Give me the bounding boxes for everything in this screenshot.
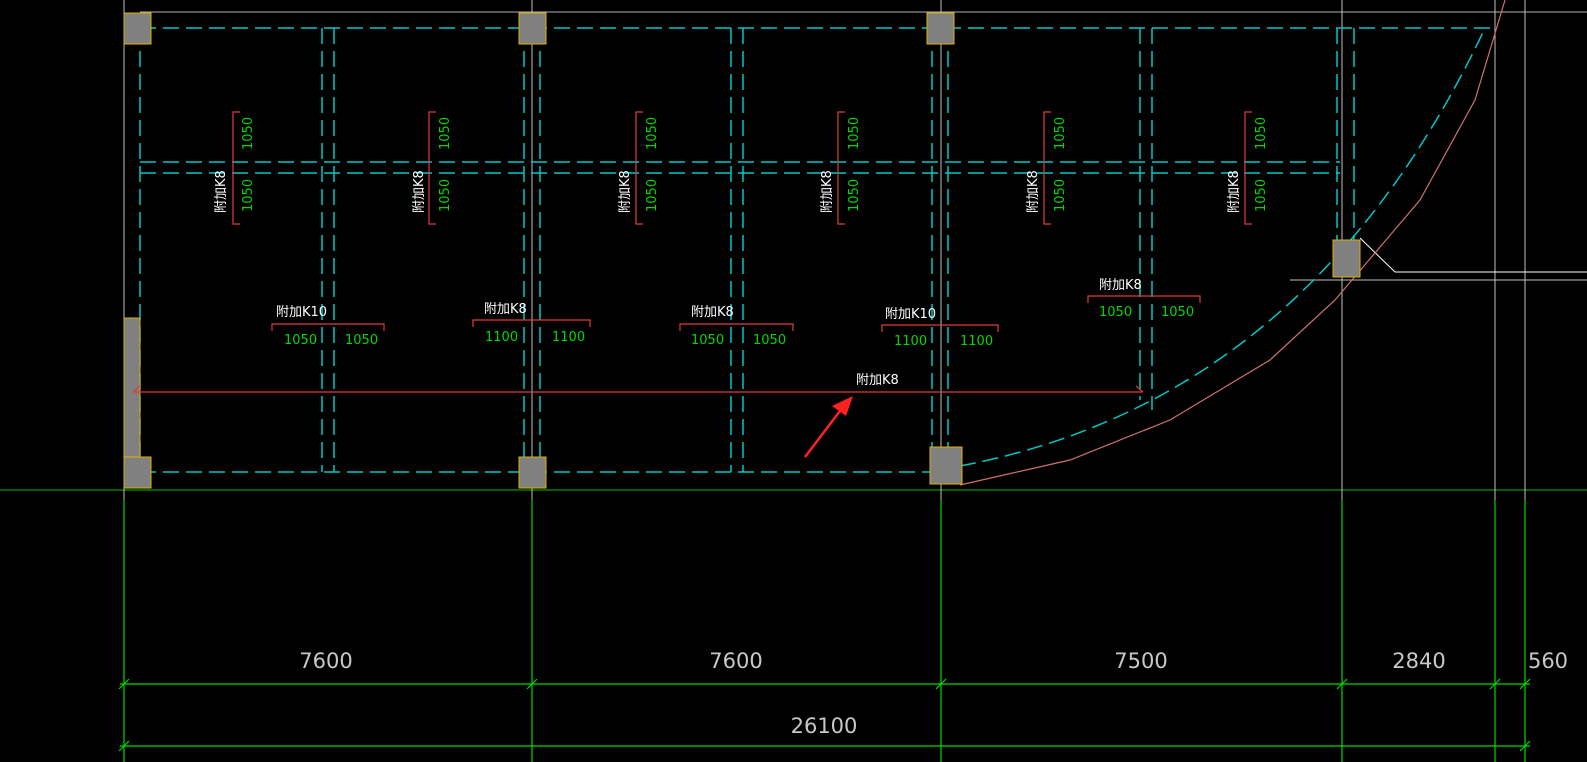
rebar-length: 1050 <box>1254 179 1269 212</box>
rebar-length: 1050 <box>645 117 660 150</box>
long-rebar-label: 附加K8 <box>856 373 899 388</box>
long-rebar <box>132 385 1144 393</box>
vertical-rebar-labels: 附加K8 1050 1050 附加K8 1050 1050 附加K8 1050 … <box>214 117 1269 213</box>
rebar-length: 1050 <box>1053 117 1068 150</box>
rebar-label: 附加K8 <box>1026 170 1041 213</box>
rebar-length: 1050 <box>241 117 256 150</box>
rebar-bracket <box>635 111 643 225</box>
long-rebar-hook-left <box>132 385 141 393</box>
curved-beam <box>959 27 1486 467</box>
rebar-length: 1100 <box>894 334 927 349</box>
rebar-length: 1050 <box>1099 305 1132 320</box>
rebar-bracket <box>472 319 591 327</box>
rebar-label: 附加K8 <box>691 305 734 320</box>
column <box>123 456 152 489</box>
rebar-length: 1050 <box>284 333 317 348</box>
rebar-length: 1050 <box>438 179 453 212</box>
rebar-bracket <box>1043 111 1051 225</box>
arrow-icon <box>804 396 853 458</box>
rebar-label: 附加K8 <box>1227 170 1242 213</box>
dimension-value: 7600 <box>299 649 352 673</box>
rebar-length: 1050 <box>847 179 862 212</box>
rebar-bracket <box>428 111 436 225</box>
rebar-length: 1050 <box>1053 179 1068 212</box>
column <box>926 12 955 45</box>
rebar-label: 附加K8 <box>214 170 229 213</box>
rebar-length: 1100 <box>960 334 993 349</box>
dimension-value: 7500 <box>1114 649 1167 673</box>
rebar-bracket <box>881 324 999 332</box>
dimension-tick <box>935 678 947 690</box>
rebar-label: 附加K10 <box>885 307 936 322</box>
arrow-shaft <box>804 406 844 458</box>
long-rebar-hook-right <box>1135 385 1144 393</box>
rebar-label: 附加K10 <box>276 305 327 320</box>
rebar-label: 附加K8 <box>484 302 527 317</box>
dimension-tick <box>1519 740 1531 752</box>
rebar-length: 1050 <box>438 117 453 150</box>
rebar-label: 附加K8 <box>1099 278 1142 293</box>
column <box>929 446 963 485</box>
rebar-label: 附加K8 <box>820 170 835 213</box>
dimension-value: 2840 <box>1392 649 1445 673</box>
side-beam-diagonal <box>1359 237 1396 273</box>
dimension-tick <box>118 740 130 752</box>
rebar-bracket <box>232 111 240 225</box>
column <box>518 12 547 45</box>
dimension-tick <box>1336 678 1348 690</box>
horizontal-rebar-labels: 附加K10 1050 1050 附加K8 1100 1100 附加K8 1050… <box>276 278 1194 388</box>
rebar-bracket <box>271 323 385 331</box>
vertical-rebar-brackets <box>232 111 1252 225</box>
column <box>123 12 152 45</box>
dimension-tick <box>1489 678 1501 690</box>
slab-curved-edge <box>959 0 1506 486</box>
rebar-label: 附加K8 <box>412 170 427 213</box>
rebar-length: 1100 <box>485 330 518 345</box>
dimension-value: 7600 <box>709 649 762 673</box>
dimension-tick <box>118 678 130 690</box>
rebar-length: 1050 <box>847 117 862 150</box>
rebar-length: 1100 <box>552 330 585 345</box>
rebar-length: 1050 <box>1161 305 1194 320</box>
rebar-bracket <box>837 111 845 225</box>
dimension-lines <box>118 500 1531 762</box>
dimension-total: 26100 <box>791 714 858 738</box>
rebar-bracket <box>1087 295 1201 303</box>
dimension-tick <box>1519 678 1531 690</box>
rebar-length: 1050 <box>753 333 786 348</box>
dimension-value: 560 <box>1528 649 1568 673</box>
rebar-length: 1050 <box>1254 117 1269 150</box>
rebar-length: 1050 <box>241 179 256 212</box>
rebar-bracket <box>679 323 794 331</box>
rebar-bracket <box>1244 111 1252 225</box>
dimension-tick <box>526 678 538 690</box>
horizontal-rebar-brackets <box>271 295 1201 332</box>
column <box>1332 239 1361 278</box>
dimension-texts: 7600 7600 7500 2840 560 26100 <box>299 649 1568 738</box>
rebar-label: 附加K8 <box>618 170 633 213</box>
rebar-length: 1050 <box>345 333 378 348</box>
column <box>518 456 547 489</box>
columns <box>123 12 1361 489</box>
rebar-length: 1050 <box>691 333 724 348</box>
arrow-head <box>832 396 853 416</box>
rebar-length: 1050 <box>645 179 660 212</box>
